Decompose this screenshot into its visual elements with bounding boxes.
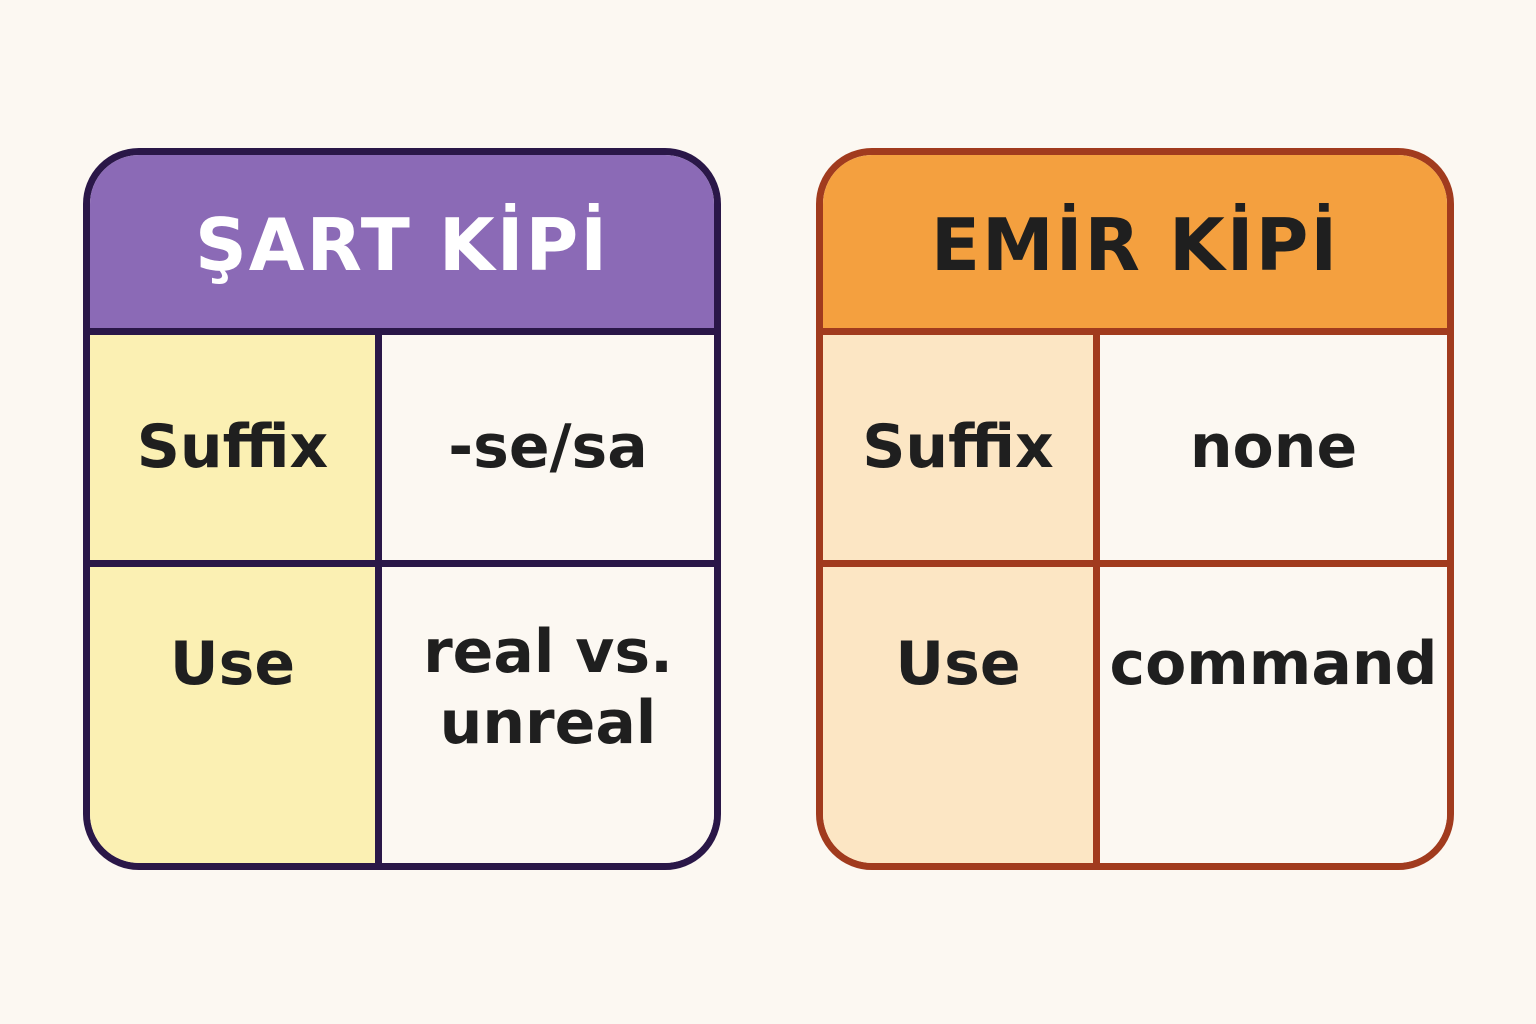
sart-kipi-use-label-cell: Use: [90, 567, 375, 863]
sart-kipi-card: ŞART KİPİ Suffix -se/sa Use real vs. unr…: [83, 148, 721, 870]
emir-kipi-suffix-row: Suffix none: [823, 335, 1447, 567]
emir-kipi-header: EMİR KİPİ: [823, 155, 1447, 335]
emir-kipi-card: EMİR KİPİ Suffix none Use command: [816, 148, 1454, 870]
sart-kipi-title: ŞART KİPİ: [194, 202, 610, 287]
sart-kipi-suffix-label: Suffix: [136, 412, 329, 483]
sart-kipi-suffix-row: Suffix -se/sa: [90, 335, 714, 567]
emir-kipi-use-value: command: [1109, 629, 1438, 699]
sart-kipi-suffix-label-cell: Suffix: [90, 335, 375, 560]
sart-kipi-suffix-value: -se/sa: [448, 412, 648, 483]
emir-kipi-use-value-cell: command: [1093, 567, 1447, 863]
sart-kipi-use-value-cell: real vs. unreal: [375, 567, 714, 863]
sart-kipi-use-row: Use real vs. unreal: [90, 567, 714, 863]
sart-kipi-header: ŞART KİPİ: [90, 155, 714, 335]
emir-kipi-suffix-value-cell: none: [1093, 335, 1447, 560]
sart-kipi-use-value: real vs. unreal: [423, 617, 673, 758]
sart-kipi-suffix-value-cell: -se/sa: [375, 335, 714, 560]
emir-kipi-suffix-value: none: [1189, 412, 1358, 483]
emir-kipi-use-label: Use: [895, 629, 1021, 699]
emir-kipi-suffix-label: Suffix: [862, 412, 1054, 483]
sart-kipi-use-label: Use: [169, 629, 296, 699]
emir-kipi-title: EMİR KİPİ: [930, 202, 1340, 287]
emir-kipi-use-row: Use command: [823, 567, 1447, 863]
emir-kipi-use-label-cell: Use: [823, 567, 1093, 863]
emir-kipi-suffix-label-cell: Suffix: [823, 335, 1093, 560]
